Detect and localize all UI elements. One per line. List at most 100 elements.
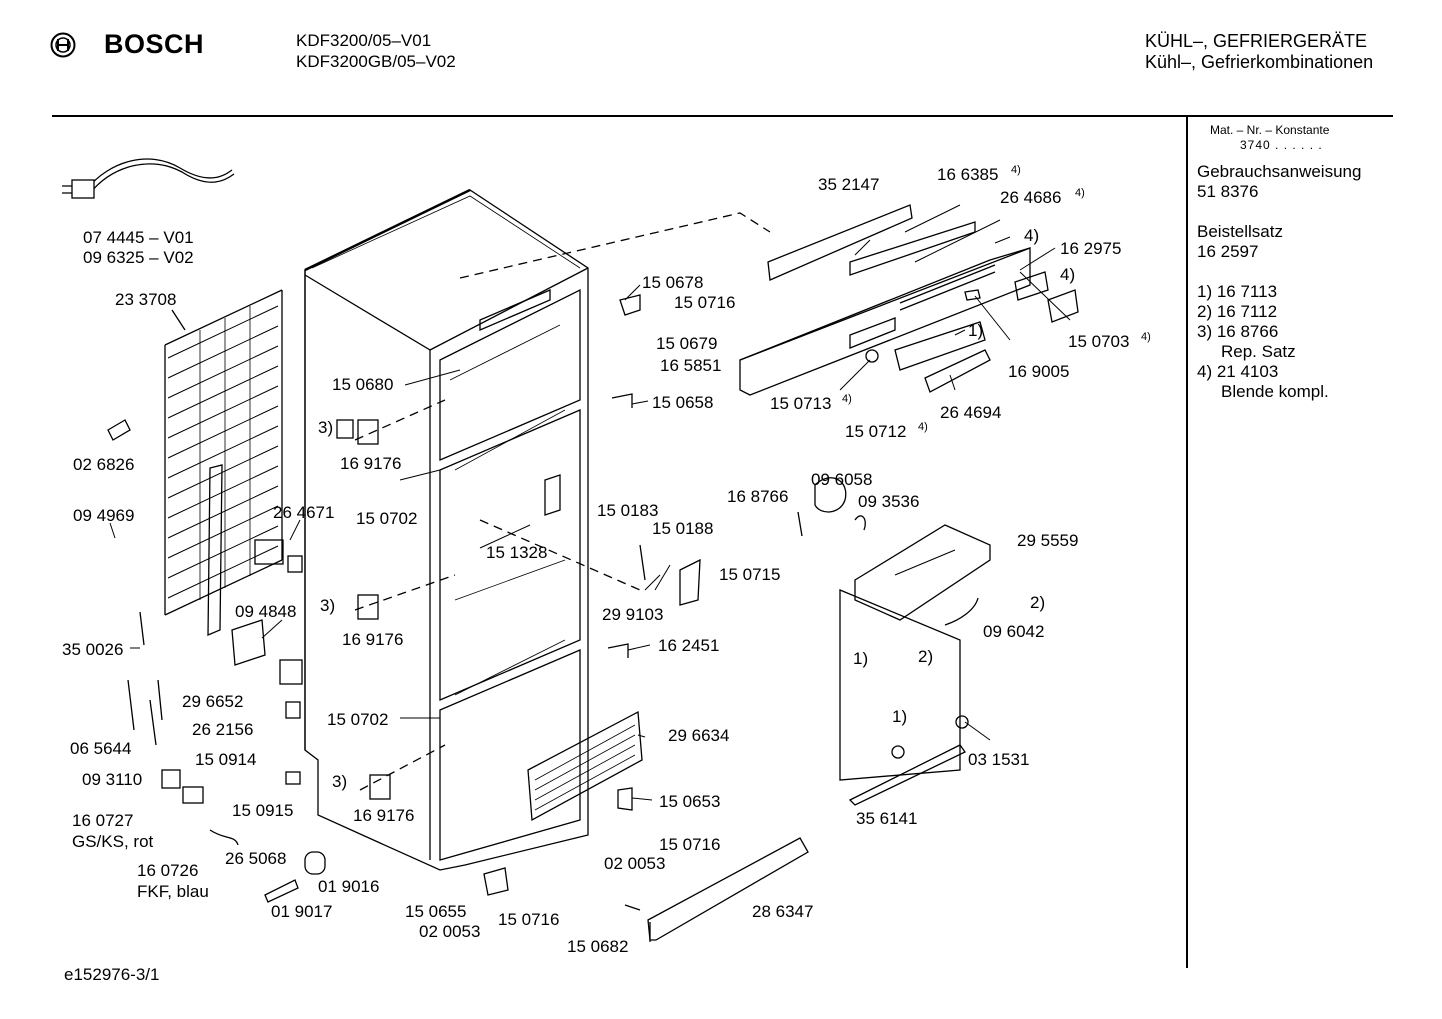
label-169005: 16 9005	[1008, 362, 1069, 381]
bosch-logo-icon	[50, 32, 76, 58]
note-4-desc: Blende kompl.	[1221, 382, 1329, 401]
label-019017: 01 9017	[271, 902, 332, 921]
label-020053-bottom: 02 0053	[419, 922, 480, 941]
label-093536: 09 3536	[858, 492, 919, 511]
label-169176-mid: 16 9176	[342, 630, 403, 649]
label-160726: 16 0726	[137, 861, 198, 880]
marker-4-166385: 4)	[1011, 164, 1021, 176]
marker-1-panel: 1)	[968, 321, 983, 340]
note-1: 1) 16 7113	[1197, 282, 1278, 301]
label-264686: 26 4686	[1000, 188, 1061, 207]
label-166385: 16 6385	[937, 165, 998, 184]
label-020053-mid: 02 0053	[604, 854, 665, 873]
plinth-drawing	[647, 837, 809, 942]
marker-3-bottom: 3)	[332, 772, 347, 791]
marker-4-150712: 4)	[918, 421, 928, 433]
label-162975: 16 2975	[1060, 239, 1121, 258]
label-026826: 02 6826	[73, 455, 134, 474]
kit-title: Beistellsatz	[1197, 222, 1283, 241]
label-150716-bottom: 15 0716	[498, 910, 559, 929]
marker-2-left: 2)	[918, 647, 933, 666]
label-065644: 06 5644	[70, 739, 131, 758]
label-150183: 15 0183	[597, 501, 658, 520]
label-150653: 15 0653	[659, 792, 720, 811]
label-094969: 09 4969	[73, 506, 134, 525]
marker-1-left: 1)	[853, 649, 868, 668]
model-number-v02: KDF3200GB/05–V02	[296, 52, 456, 71]
label-262156: 26 2156	[192, 720, 253, 739]
note-3-desc: Rep. Satz	[1221, 342, 1296, 361]
label-162451: 16 2451	[658, 636, 719, 655]
label-350026: 35 0026	[62, 640, 123, 659]
label-031531: 03 1531	[968, 750, 1029, 769]
marker-2-right: 2)	[1030, 593, 1045, 612]
label-150702-upper: 15 0702	[356, 509, 417, 528]
manual-number: 51 8376	[1197, 182, 1259, 201]
label-150682: 15 0682	[567, 937, 628, 956]
label-356141: 35 6141	[856, 809, 917, 828]
label-151328: 15 1328	[486, 543, 547, 562]
label-150679: 15 0679	[656, 334, 717, 353]
label-cable-v02: 09 6325 – V02	[83, 248, 194, 267]
label-150716-top: 15 0716	[674, 293, 735, 312]
label-150702-lower: 15 0702	[327, 710, 388, 729]
label-150678: 15 0678	[642, 273, 703, 292]
marker-4-150703: 4)	[1141, 331, 1151, 343]
label-352147: 35 2147	[818, 175, 879, 194]
leader-233708	[171, 309, 186, 331]
condenser-coil-drawing	[164, 289, 283, 616]
cabinet-drawing	[304, 188, 589, 871]
label-169176-top: 16 9176	[340, 454, 401, 473]
label-295559: 29 5559	[1017, 531, 1078, 550]
label-150188: 15 0188	[652, 519, 713, 538]
label-150703: 15 0703	[1068, 332, 1129, 351]
category-title: KÜHL–, GEFRIERGERÄTE	[1145, 31, 1368, 51]
label-150915: 15 0915	[232, 801, 293, 820]
label-150712: 15 0712	[845, 422, 906, 441]
label-150658: 15 0658	[652, 393, 713, 412]
label-299103: 29 9103	[602, 605, 663, 624]
label-296634: 29 6634	[668, 726, 729, 745]
label-094848: 09 4848	[235, 602, 296, 621]
note-3: 3) 16 8766	[1197, 322, 1279, 341]
label-150655: 15 0655	[405, 902, 466, 921]
manual-title: Gebrauchsanweisung	[1197, 162, 1362, 181]
label-168766: 16 8766	[727, 487, 788, 506]
label-019016: 01 9016	[318, 877, 379, 896]
power-cable-drawing	[62, 158, 235, 199]
marker-1-lower: 1)	[892, 707, 907, 726]
label-150680: 15 0680	[332, 375, 393, 394]
kit-number: 16 2597	[1197, 242, 1259, 261]
label-264694: 26 4694	[940, 403, 1001, 422]
header-rule	[52, 115, 1393, 117]
drawing-reference: e152976-3/1	[64, 965, 160, 984]
label-093110: 09 3110	[82, 770, 142, 789]
constant-value: 3740 . . . . . .	[1240, 138, 1323, 152]
label-169176-bottom: 16 9176	[353, 806, 414, 825]
label-cable-v01: 07 4445 – V01	[83, 228, 194, 247]
model-number-v01: KDF3200/05–V01	[296, 31, 432, 50]
marker-4-panel: 4)	[1024, 226, 1039, 245]
constant-label: Mat. – Nr. – Konstante	[1210, 123, 1330, 137]
marker-3-mid: 3)	[320, 596, 335, 615]
label-096042: 09 6042	[983, 622, 1044, 641]
label-160727-desc: GS/KS, rot	[72, 832, 154, 851]
label-160727: 16 0727	[72, 811, 133, 830]
brand-name: BOSCH	[104, 29, 205, 59]
label-165851: 16 5851	[660, 356, 721, 375]
sidebar-divider	[1186, 116, 1188, 968]
label-150715: 15 0715	[719, 565, 780, 584]
label-160726-desc: FKF, blau	[137, 882, 209, 901]
label-265068: 26 5068	[225, 849, 286, 868]
label-150716-mid: 15 0716	[659, 835, 720, 854]
note-4: 4) 21 4103	[1197, 362, 1279, 381]
label-233708: 23 3708	[115, 290, 176, 309]
control-panel-drawing	[739, 204, 1079, 396]
label-096058: 09 6058	[811, 470, 872, 489]
label-leaders	[109, 204, 1071, 801]
note-2: 2) 16 7112	[1197, 302, 1278, 321]
category-subtitle: Kühl–, Gefrierkombinationen	[1145, 52, 1374, 72]
label-264671: 26 4671	[273, 503, 334, 522]
label-286347: 28 6347	[752, 902, 813, 921]
marker-4-264686: 4)	[1075, 187, 1085, 199]
